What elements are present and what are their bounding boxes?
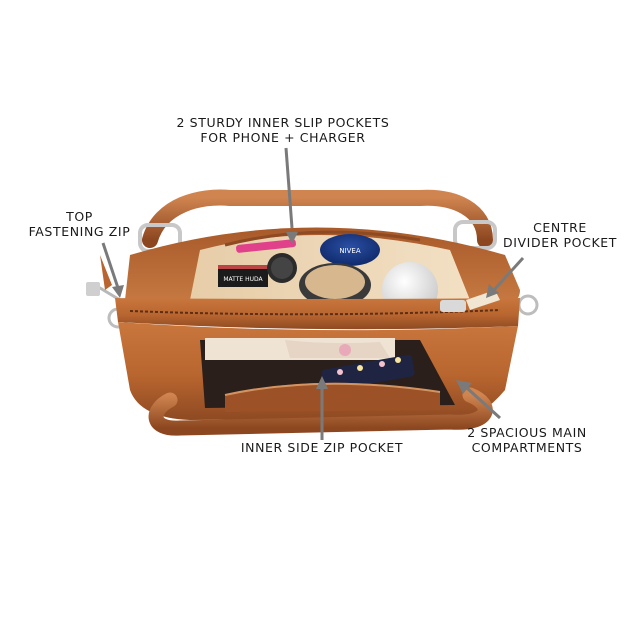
label-slip-pockets: 2 STURDY INNER SLIP POCKETS FOR PHONE + …: [168, 115, 398, 145]
label-side-zip-line1: INNER SIDE ZIP POCKET: [240, 440, 404, 455]
floral-pouch: [321, 354, 415, 392]
annotation-arrows: [101, 147, 525, 440]
label-slip-pockets-line1: 2 STURDY INNER SLIP POCKETS: [176, 115, 390, 130]
label-divider-pocket: CENTRE DIVIDER POCKET: [498, 220, 622, 250]
front-handle: [148, 387, 493, 436]
label-top-zip: TOP FASTENING ZIP: [22, 209, 137, 239]
label-slip-pockets-line2: FOR PHONE + CHARGER: [200, 130, 366, 145]
label-main-compartments-line1: 2 SPACIOUS MAIN: [467, 425, 587, 440]
label-divider-pocket-line1: CENTRE: [533, 220, 587, 235]
label-top-zip-line2: FASTENING ZIP: [28, 224, 131, 239]
label-main-compartments: 2 SPACIOUS MAIN COMPARTMENTS: [462, 425, 592, 455]
nivea-tin: [320, 234, 380, 266]
label-side-zip: INNER SIDE ZIP POCKET: [232, 440, 412, 455]
label-top-zip-line1: TOP: [66, 209, 93, 224]
back-handle: [142, 189, 493, 248]
svg-text:MATTE HUDA: MATTE HUDA: [223, 276, 263, 283]
svg-text:NIVEA: NIVEA: [339, 247, 361, 255]
lipstick: MATTE HUDA: [218, 265, 268, 287]
label-divider-pocket-line2: DIVIDER POCKET: [503, 235, 617, 250]
label-main-compartments-line2: COMPARTMENTS: [471, 440, 583, 455]
